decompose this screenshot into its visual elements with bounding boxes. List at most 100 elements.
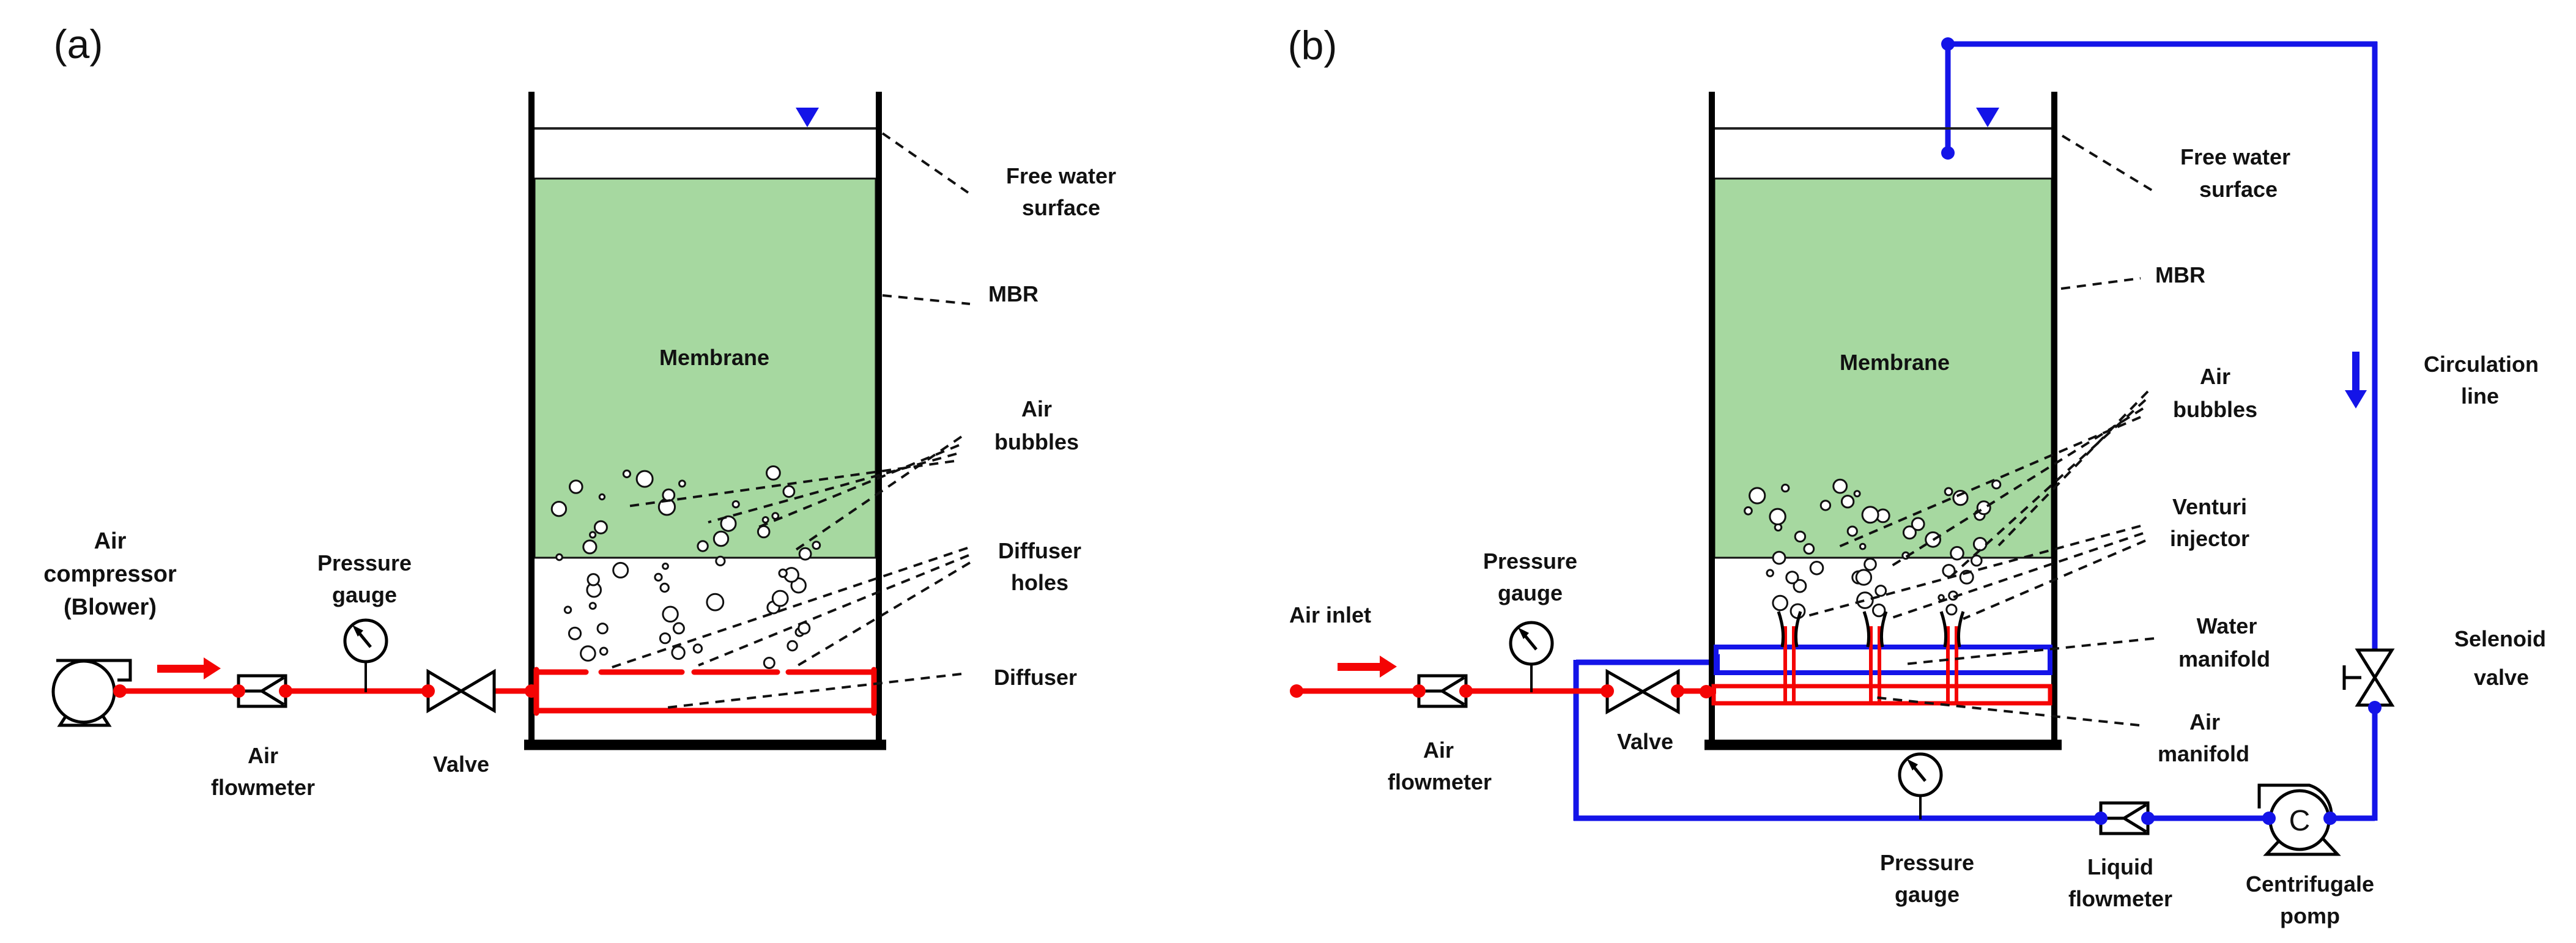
air-manifold-b-line2: manifold: [2158, 741, 2249, 766]
tank-a: [524, 92, 886, 750]
tank-b: [1704, 92, 2062, 750]
water-level-marker-b-icon: [1976, 108, 1999, 127]
diffuser-a-label: Diffuser: [994, 665, 1077, 690]
pressure-gauge-a-icon: [343, 618, 388, 692]
leader-bubbles-b-3: [1890, 407, 2144, 568]
air-bubbles-a: [550, 465, 821, 669]
air-bubble: [1859, 542, 1867, 550]
air-bubble: [1911, 517, 1925, 531]
air-bubble: [1991, 479, 2002, 490]
pump-letter: C: [2289, 805, 2311, 837]
selenoid-b-line1: Selenoid: [2454, 626, 2546, 651]
air-bubble: [622, 469, 632, 479]
membrane-b-label: Membrane: [1840, 350, 1950, 375]
air-bubble: [1861, 506, 1879, 524]
air-bubble: [1855, 569, 1873, 586]
valve-a-icon: [426, 668, 496, 714]
air-bubble: [678, 479, 686, 488]
panel-b: [1297, 41, 2395, 856]
leader-bubbles-b-2: [1946, 399, 2147, 581]
connection-dots: [113, 37, 2382, 825]
air-bubble: [706, 593, 725, 612]
leader-mbr-a: [882, 294, 971, 305]
air-bubble: [1853, 490, 1861, 498]
air-bubbles-a-line2: bubbles: [994, 429, 1079, 454]
free-water-a-line1: Free water: [1006, 163, 1116, 188]
free-water-b-line1: Free water: [2180, 144, 2290, 169]
panel-a: [51, 92, 886, 750]
air-bubbles-b-line2: bubbles: [2173, 397, 2257, 422]
air-bubble: [1902, 525, 1917, 540]
air-bubble: [1772, 550, 1786, 565]
air-bubble: [555, 553, 563, 561]
membrane-region-a: [533, 177, 877, 559]
air-manifold-b-line1: Air: [2189, 709, 2220, 734]
air-bubble: [1749, 487, 1766, 505]
circulation-b-line2: line: [2461, 383, 2499, 409]
air-bubble: [761, 516, 769, 523]
water-manifold-b-line1: Water: [2197, 613, 2257, 638]
leader-bubbles-b-1: [1997, 390, 2149, 547]
air-bubble: [1972, 537, 1988, 552]
pressure-gauge-a-line2: gauge: [332, 582, 397, 607]
pipe-junction-dot: [1700, 685, 1713, 698]
air-bubble: [659, 632, 672, 645]
leader-venturi-b-1: [1805, 525, 2141, 618]
air-bubble: [1864, 558, 1877, 571]
free-water-b-line2: surface: [2199, 177, 2278, 202]
leader-lines: [610, 132, 2155, 727]
selenoid-b-line2: valve: [2474, 665, 2529, 690]
pipe-junction-dot: [421, 684, 435, 698]
air-bubble: [692, 643, 703, 654]
air-bubble: [568, 626, 582, 640]
pipe-junction-dot: [1601, 684, 1614, 698]
venturi-injector-icon: [1939, 611, 1965, 703]
air-bubble: [582, 539, 598, 555]
pressure-gauge-b2-line1: Pressure: [1880, 850, 1974, 875]
pipe-junction-dot: [2323, 812, 2337, 825]
pipe-junction-dot: [1412, 684, 1426, 698]
compressor-a-line2: compressor: [43, 561, 177, 587]
air-bubble: [1766, 569, 1774, 577]
compressor-a-line1: Air: [94, 528, 127, 554]
leader-venturi-b-3: [1963, 539, 2146, 620]
air-bubble: [1832, 478, 1848, 494]
air-bubble: [635, 470, 654, 488]
air-flowmeter-a-icon: [237, 674, 287, 708]
panel-a-tag: (a): [54, 21, 103, 67]
pipe-junction-dot: [279, 684, 292, 698]
air-bubble: [662, 488, 676, 502]
leader-fws-a: [881, 132, 969, 194]
water-level-marker-icon: [796, 108, 819, 127]
air-flowmeter-b-icon: [1417, 674, 1468, 708]
mbr-b-label: MBR: [2155, 262, 2205, 287]
air-bubble: [786, 640, 798, 652]
leader-diffuser-a: [661, 673, 962, 709]
pipe-junction-dot: [2262, 812, 2276, 825]
liquid-flowmeter-b-line2: flowmeter: [2068, 886, 2172, 911]
air-bubble: [697, 540, 709, 552]
pipe-junction-dot: [1459, 684, 1473, 698]
air-flowmeter-a-line2: flowmeter: [211, 775, 315, 800]
leader-fws-b: [2061, 135, 2154, 192]
air-bubble: [763, 657, 775, 669]
pressure-gauge-b2-line2: gauge: [1895, 882, 1960, 907]
leader-water-manifold-b: [1904, 637, 2155, 665]
circulation-b-line1: Circulation: [2424, 352, 2539, 377]
pipe-junction-dot: [1290, 684, 1303, 698]
air-bubble: [731, 500, 740, 509]
valve-a-label: Valve: [433, 752, 489, 777]
leader-bubbles-a-1: [794, 435, 963, 552]
air-bubble: [1875, 585, 1887, 597]
compressor-a-line3: (Blower): [64, 594, 157, 620]
flow-arrow-b-icon: [1338, 656, 1397, 678]
leader-holes-a-2: [698, 554, 969, 667]
diffuser-holes-a-line1: Diffuser: [998, 538, 1081, 563]
air-bubble: [715, 555, 726, 567]
air-bubble: [587, 573, 600, 586]
leader-air-manifold-b: [1872, 696, 2140, 727]
air-bubble: [1769, 508, 1786, 525]
pressure-gauge-a-line1: Pressure: [317, 550, 412, 575]
